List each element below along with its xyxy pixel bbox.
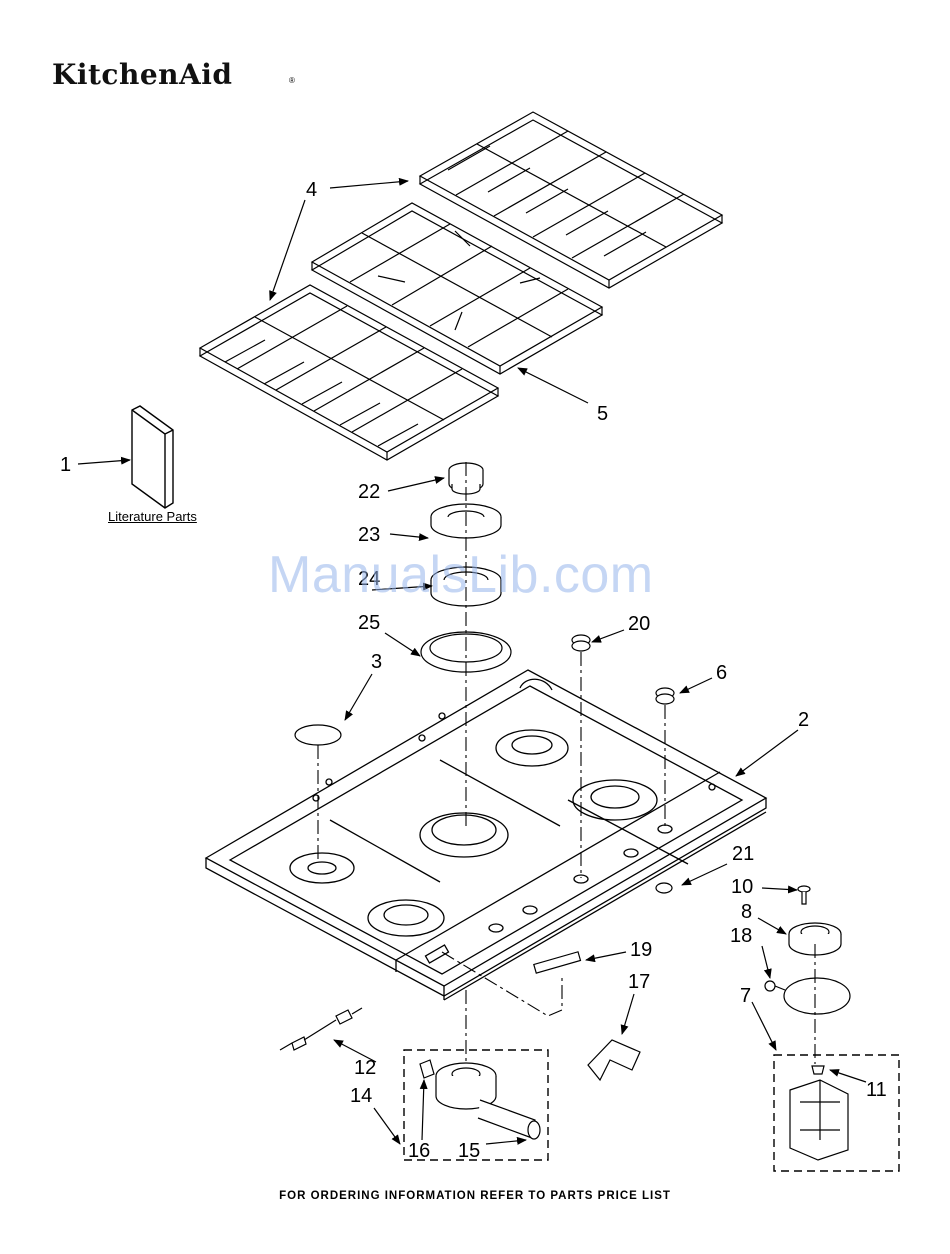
callout-8: 8	[741, 901, 752, 923]
callout-2: 2	[798, 709, 809, 731]
callout-10: 10	[731, 876, 753, 898]
screw	[798, 886, 810, 904]
callout-16: 16	[408, 1140, 430, 1162]
grate-center	[312, 203, 602, 374]
watermark: ManualsLib.com	[268, 545, 654, 605]
cooktop-pan	[206, 670, 766, 1000]
footer-note: FOR ORDERING INFORMATION REFER TO PARTS …	[0, 1190, 950, 1202]
callout-4: 4	[306, 179, 317, 201]
callout-18: 18	[730, 925, 752, 947]
callout-20: 20	[628, 613, 650, 635]
callout-5: 5	[597, 403, 608, 425]
grate-left	[200, 285, 498, 460]
callout-19: 19	[630, 939, 652, 961]
gas-valve-left	[420, 1060, 540, 1139]
callout-numbers: 1 2 3 4 5 6 7 8 10 11 12 14 15 16 17 18 …	[60, 179, 887, 1162]
spring-clip	[588, 1040, 640, 1080]
callout-1: 1	[60, 454, 71, 476]
literature-parts-label: Literature Parts	[108, 509, 197, 524]
igniter-electrode	[280, 1008, 362, 1050]
callout-15: 15	[458, 1140, 480, 1162]
grommets	[572, 635, 674, 893]
callout-6: 6	[716, 662, 727, 684]
callout-7: 7	[740, 985, 751, 1007]
burner-plug-disc	[295, 725, 341, 745]
callout-17: 17	[628, 971, 650, 993]
callout-14: 14	[350, 1085, 372, 1107]
callout-12: 12	[354, 1057, 376, 1079]
gas-valve-right	[790, 1066, 848, 1160]
callout-23: 23	[358, 524, 380, 546]
callout-3: 3	[371, 651, 382, 673]
callout-22: 22	[358, 481, 380, 503]
literature-booklet	[132, 406, 173, 508]
callout-21: 21	[732, 843, 754, 865]
callout-11: 11	[866, 1079, 887, 1101]
badge-19	[534, 952, 581, 973]
bracket-ring	[765, 978, 850, 1014]
callout-25: 25	[358, 612, 380, 634]
